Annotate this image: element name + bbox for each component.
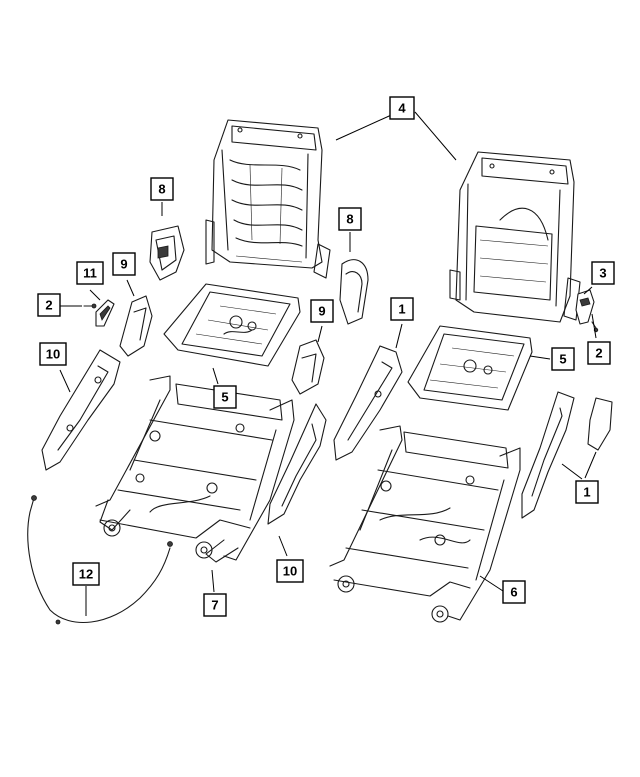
right-recliner-cover: [339, 259, 369, 325]
left-recliner-cover: [149, 225, 185, 281]
callout-3: 3: [591, 261, 615, 285]
callout-2-left: 2: [37, 293, 61, 317]
left-screw: [83, 303, 97, 309]
callout-9-right: 9: [310, 299, 334, 323]
right-inner-shield: [291, 339, 325, 395]
callout-8-left: 8: [150, 177, 174, 201]
left-inner-shield: [119, 295, 153, 357]
left-seat-back-frame: [205, 119, 331, 279]
callout-10-right: 10: [276, 559, 304, 583]
callout-8-left-label: 8: [158, 182, 165, 197]
callout-7: 7: [203, 593, 227, 617]
callout-6-label: 6: [510, 585, 517, 600]
callout-10-left-label: 10: [46, 347, 60, 362]
callout-5-left: 5: [213, 385, 237, 409]
callout-1-right: 1: [575, 480, 599, 504]
callout-4: 4: [389, 96, 415, 120]
right-outer-shield: [267, 403, 327, 525]
callout-10-right-label: 10: [283, 564, 297, 579]
callout-8-right-label: 8: [346, 212, 353, 227]
callout-12: 12: [72, 562, 100, 586]
callout-1-center-label: 1: [398, 302, 405, 317]
callout-11-label: 11: [83, 266, 97, 281]
right-seat-cushion-pan: [407, 325, 533, 411]
callout-2-right-label: 2: [595, 346, 602, 361]
callout-10-left: 10: [39, 342, 67, 366]
center-outer-shield: [333, 345, 403, 461]
callout-9-left-label: 9: [120, 257, 127, 272]
left-outer-shield: [41, 349, 121, 471]
callout-3-label: 3: [599, 266, 606, 281]
callout-2-right: 2: [587, 341, 611, 365]
callout-9-right-label: 9: [318, 304, 325, 319]
callout-4-label: 4: [398, 101, 406, 116]
callout-1-right-label: 1: [583, 485, 590, 500]
callout-8-right: 8: [338, 207, 362, 231]
callout-5-left-label: 5: [221, 390, 228, 405]
lever-handle: [95, 299, 115, 327]
callout-1-center: 1: [390, 297, 414, 321]
leader-lines: [59, 111, 597, 616]
right-seat-track-assembly: [329, 425, 521, 623]
recliner-knob: [575, 289, 595, 325]
right-seat-back-frame: [449, 151, 581, 323]
callout-2-left-label: 2: [45, 298, 52, 313]
callout-9-left: 9: [112, 252, 136, 276]
callout-6: 6: [502, 580, 526, 604]
left-seat-cushion-pan: [163, 283, 301, 367]
right-outer-trim: [521, 391, 613, 519]
release-cable: [27, 495, 173, 625]
callout-7-label: 7: [211, 598, 218, 613]
left-seat-track-assembly: [95, 375, 295, 563]
callout-11: 11: [76, 261, 104, 285]
callout-5-right: 5: [551, 347, 575, 371]
callout-12-label: 12: [79, 567, 93, 582]
callout-5-right-label: 5: [559, 352, 566, 367]
